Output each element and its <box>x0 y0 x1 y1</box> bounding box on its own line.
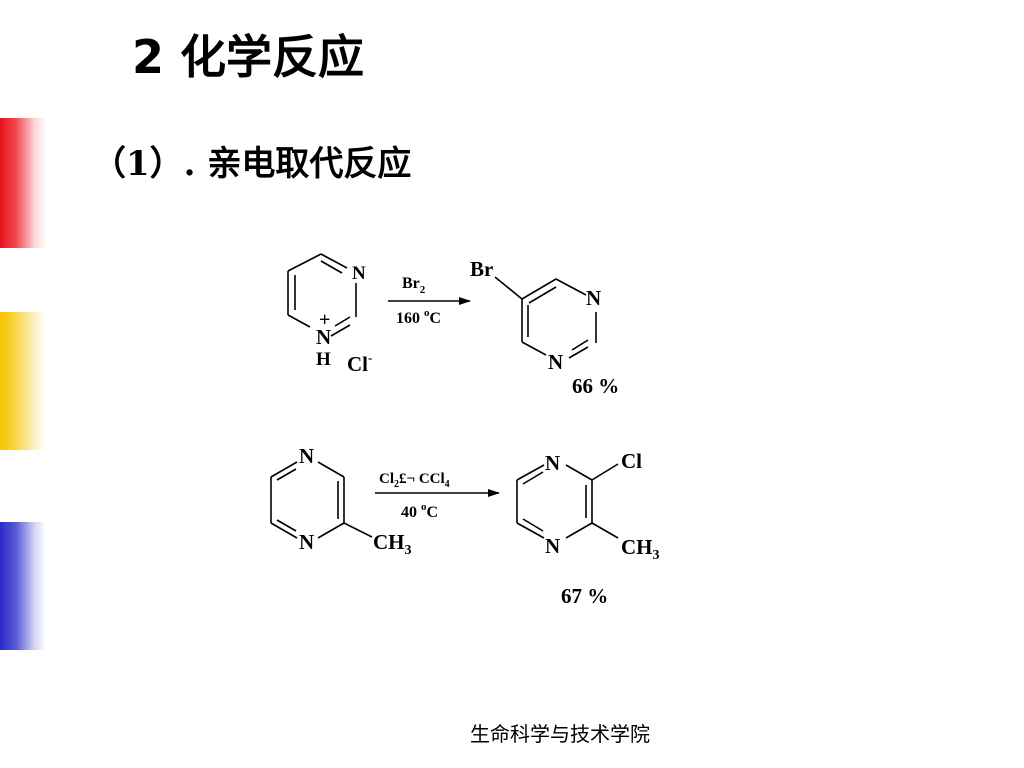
reactant-positive-charge: + <box>319 309 330 331</box>
product-nitrogen-top: N <box>586 286 601 310</box>
product-2-nitrogen-top: N <box>545 451 560 475</box>
reactant-nitrogen-bottom: N <box>316 325 331 349</box>
counterion-chloride: Cl- <box>347 350 372 376</box>
reactant-2-methyl: CH3 <box>373 530 412 558</box>
reaction-condition-2: 40 oC <box>401 501 438 521</box>
product-2-methyl-substituent: CH3 <box>621 535 660 563</box>
reaction-condition-1: 160 oC <box>396 307 441 327</box>
decorative-stripe-yellow <box>0 312 46 450</box>
reagent-bromine: Br2 <box>402 275 426 296</box>
reaction-1: N + N H Cl- Br2 160 oC Br N N 66 % <box>287 253 619 398</box>
product-bromo-substituent: Br <box>470 257 493 281</box>
reactant-2-nitrogen-bottom: N <box>299 530 314 554</box>
pyrimidinium-reactant <box>287 253 357 337</box>
reactant-hydrogen: H <box>316 349 331 370</box>
reaction-2: N N CH3 Cl2£¬ CCl4 40 oC N N Cl CH3 67 % <box>270 444 660 608</box>
chloromethylpyrazine-product <box>516 463 619 539</box>
methylpyrazine-reactant <box>270 461 373 539</box>
section-heading: （1）. 亲电取代反应 <box>92 144 412 184</box>
yield-2: 67 % <box>561 584 608 608</box>
decorative-stripe-blue <box>0 522 46 650</box>
reactant-2-nitrogen-top: N <box>299 444 314 468</box>
reactant-nitrogen-top: N <box>352 263 366 284</box>
product-2-nitrogen-bottom: N <box>545 534 560 558</box>
page-title: 2 化学反应 <box>132 30 365 84</box>
bromopyrimidine-product <box>494 276 597 359</box>
footer-institution: 生命科学与技术学院 <box>470 722 650 746</box>
yield-1: 66 % <box>572 374 619 398</box>
product-nitrogen-bottom: N <box>548 350 563 374</box>
reagent-chlorine-ccl4: Cl2£¬ CCl4 <box>379 471 450 490</box>
product-2-chloro-substituent: Cl <box>621 449 642 473</box>
decorative-stripe-red <box>0 118 46 248</box>
